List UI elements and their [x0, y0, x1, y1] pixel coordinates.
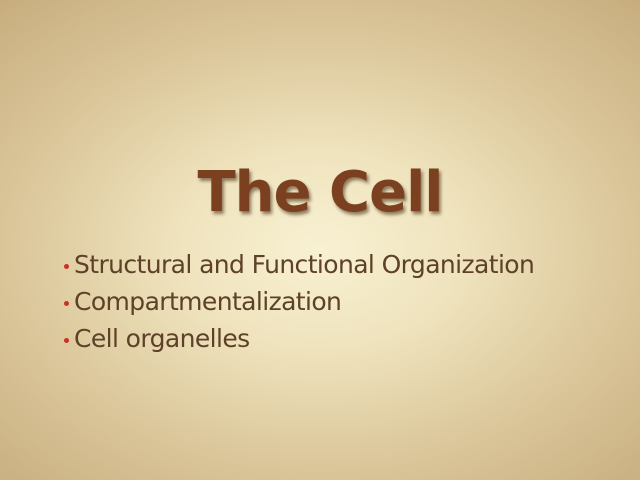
bullet-item: Compartmentalization — [64, 283, 534, 320]
bullet-item: Cell organelles — [64, 320, 534, 357]
bullet-text: Compartmentalization — [74, 287, 342, 316]
dot-icon — [64, 263, 69, 269]
dot-icon — [64, 300, 69, 306]
dot-icon — [64, 337, 69, 343]
bullet-text: Structural and Functional Organization — [74, 250, 535, 279]
bullet-item: Structural and Functional Organization — [64, 246, 535, 283]
bullet-list: Structural and Functional Organization C… — [64, 246, 535, 357]
bullet-text: Cell organelles — [74, 324, 250, 353]
slide-title: The Cell — [197, 160, 443, 225]
